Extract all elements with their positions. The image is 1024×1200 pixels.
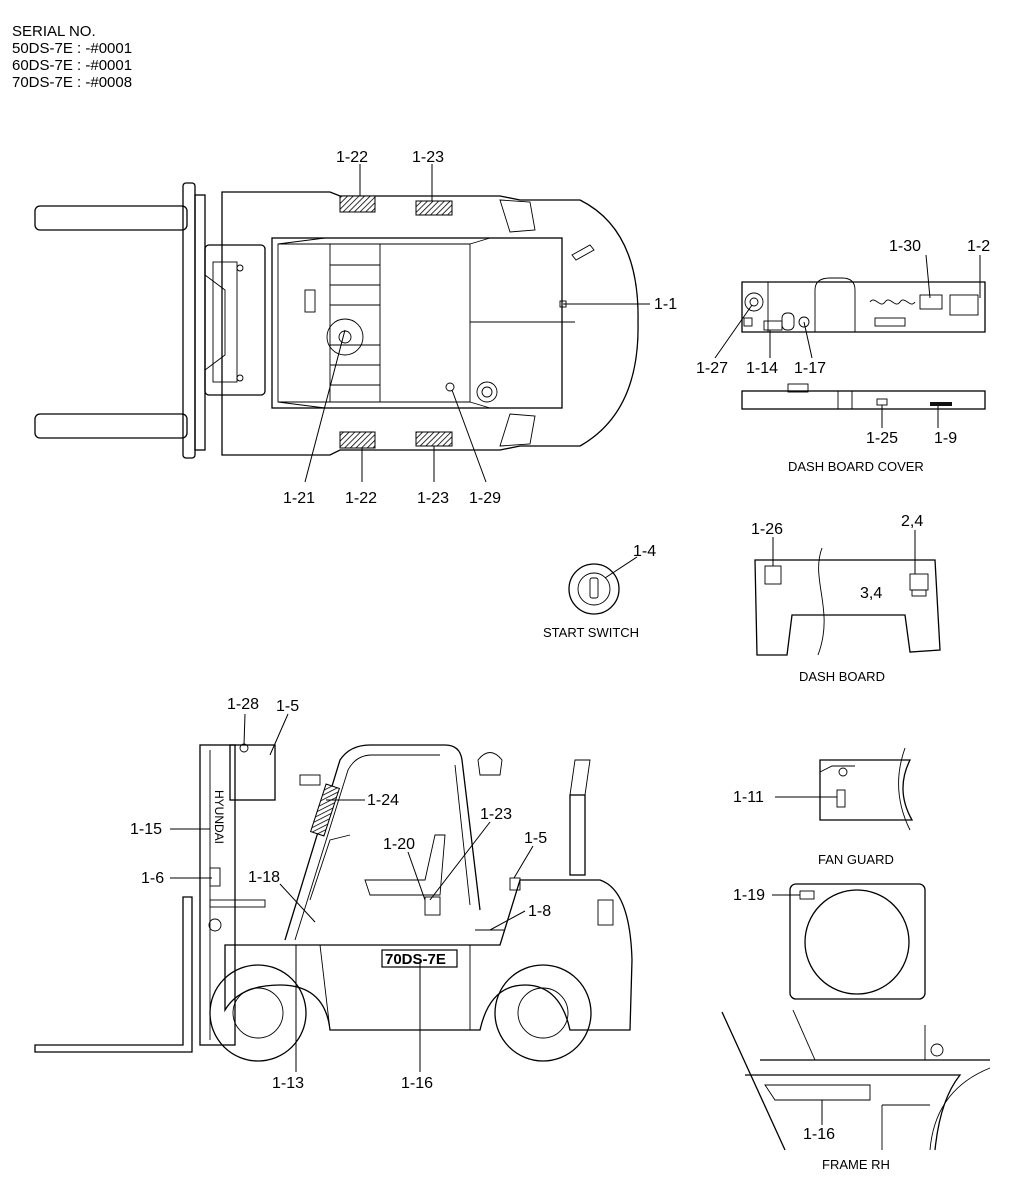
forklift-top-view <box>34 164 650 483</box>
dash-board-cover-drawing <box>714 254 986 428</box>
callout-1-23-bottom: 1-23 <box>417 490 449 507</box>
dash-board-drawing <box>754 530 941 656</box>
radiator-drawing <box>772 883 926 1000</box>
serial-heading: SERIAL NO. <box>12 23 96 40</box>
callout-1-23-top: 1-23 <box>412 149 444 166</box>
callout-1-11: 1-11 <box>733 789 764 806</box>
serial-number-block: SERIAL NO. 50DS-7E : -#0001 60DS-7E : -#… <box>12 23 132 91</box>
callout-1-5-body: 1-5 <box>524 830 547 847</box>
model-plate-text: 70DS-7E <box>385 951 446 968</box>
side-view-callouts: 1-28 1-5 1-24 1-15 1-23 1-5 1-20 1-6 1-1… <box>130 696 551 1092</box>
mast-hyundai-text: HYUNDAI <box>212 790 226 844</box>
callout-1-29: 1-29 <box>469 490 501 507</box>
callout-1-4: 1-4 <box>633 543 656 560</box>
callout-1-24: 1-24 <box>367 792 399 809</box>
serial-line-60ds: 60DS-7E : -#0001 <box>12 57 132 74</box>
callout-1-16-frame: 1-16 <box>803 1126 835 1143</box>
callout-1-5-mast: 1-5 <box>276 698 299 715</box>
callout-1-27: 1-27 <box>696 360 728 377</box>
top-view-callouts: 1-22 1-23 1-1 1-21 1-22 1-23 1-29 <box>283 149 677 507</box>
forklift-side-view: 70DS-7E HYUNDAI <box>34 713 633 1072</box>
callout-1-21: 1-21 <box>283 490 315 507</box>
start-switch-drawing <box>568 556 638 615</box>
caption-frame-rh: FRAME RH <box>822 1157 890 1172</box>
callout-1-22-top: 1-22 <box>336 149 368 166</box>
dash-board-callouts: 1-26 2,4 3,4 DASH BOARD <box>751 513 923 684</box>
serial-line-70ds: 70DS-7E : -#0008 <box>12 74 132 91</box>
callout-1-22-bottom: 1-22 <box>345 490 377 507</box>
callout-1-14: 1-14 <box>746 360 778 377</box>
callout-1-30: 1-30 <box>889 238 921 255</box>
caption-start-switch: START SWITCH <box>543 625 639 640</box>
caption-dash-board: DASH BOARD <box>799 669 885 684</box>
callout-1-15: 1-15 <box>130 821 162 838</box>
callout-1-26: 1-26 <box>751 521 783 538</box>
caption-dash-board-cover: DASH BOARD COVER <box>788 459 924 474</box>
callout-1-23-side: 1-23 <box>480 806 512 823</box>
callout-1-6: 1-6 <box>141 870 164 887</box>
callout-3-4: 3,4 <box>860 585 882 602</box>
callout-1-2: 1-2 <box>967 238 990 255</box>
fan-guard-drawing <box>775 747 914 831</box>
frame-rh-drawing <box>721 1009 991 1151</box>
callout-2-4: 2,4 <box>901 513 923 530</box>
callout-1-17: 1-17 <box>794 360 826 377</box>
callout-1-20: 1-20 <box>383 836 415 853</box>
caption-fan-guard: FAN GUARD <box>818 852 894 867</box>
callout-1-16-side: 1-16 <box>401 1075 433 1092</box>
callout-1-1: 1-1 <box>654 296 677 313</box>
callout-1-8: 1-8 <box>528 903 551 920</box>
callout-1-9: 1-9 <box>934 430 957 447</box>
callout-1-19: 1-19 <box>733 887 765 904</box>
dash-board-cover-callouts: 1-30 1-2 1-27 1-14 1-17 1-25 1-9 DASH BO… <box>696 238 990 474</box>
serial-line-50ds: 50DS-7E : -#0001 <box>12 40 132 57</box>
callout-1-18: 1-18 <box>248 869 280 886</box>
callout-1-25: 1-25 <box>866 430 898 447</box>
callout-1-13: 1-13 <box>272 1075 304 1092</box>
callout-1-28: 1-28 <box>227 696 259 713</box>
